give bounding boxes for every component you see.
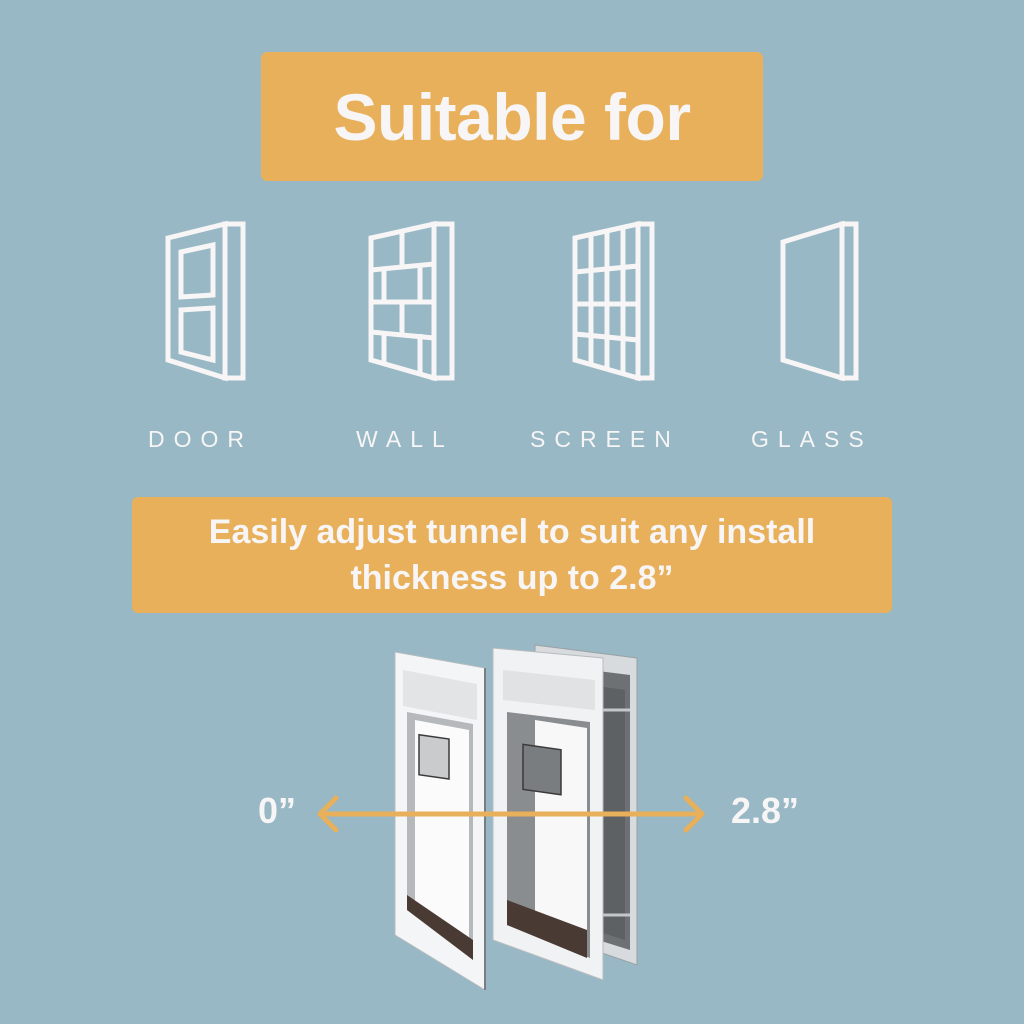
thickness-range-arrow: [312, 790, 712, 840]
door-icon: [163, 220, 248, 382]
feature-line-2: thickness up to 2.8”: [350, 559, 674, 597]
label-wall: WALL: [356, 426, 454, 452]
label-glass: GLASS: [751, 426, 873, 452]
feature-banner: Easily adjust tunnel to suit any install…: [132, 497, 892, 613]
label-screen: SCREEN: [530, 426, 680, 452]
label-door: DOOR: [148, 426, 253, 452]
screen-icon: [570, 220, 658, 382]
feature-line-1: Easily adjust tunnel to suit any install: [208, 513, 816, 551]
min-thickness-label: 0”: [258, 790, 297, 831]
page-title: Suitable for: [333, 79, 691, 154]
glass-icon: [778, 220, 862, 382]
title-banner: Suitable for: [261, 52, 763, 181]
max-thickness-label: 2.8”: [731, 790, 800, 831]
wall-icon: [366, 220, 458, 382]
